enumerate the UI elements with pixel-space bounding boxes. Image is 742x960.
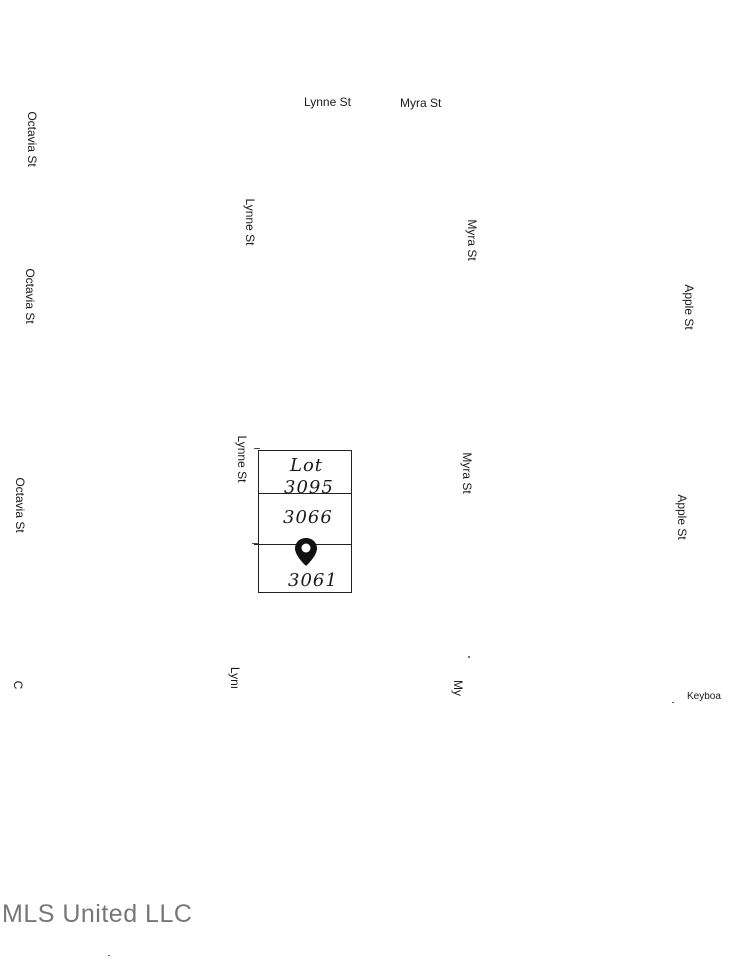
street-label-lynne-4: Lynı [228, 666, 242, 690]
lot-number-3095: 3095 [284, 477, 334, 498]
street-label-octavia-2: Octavia St [23, 268, 37, 324]
lot-number-3061: 3061 [288, 570, 338, 591]
lot-divider-1 [259, 493, 351, 494]
lot-label: Lot [290, 455, 324, 476]
street-label-apple-2: Apple St [675, 494, 689, 540]
street-label-octavia-4: C [11, 680, 25, 690]
street-label-lynne-3: Lynne St [235, 435, 249, 483]
speck [468, 656, 470, 658]
street-label-myra-3: Myra St [460, 452, 474, 494]
street-label-apple-1: Apple St [682, 284, 696, 330]
street-label-myra-2: Myra St [465, 219, 479, 261]
street-label-octavia-3: Octavia St [13, 477, 27, 533]
street-label-octavia-1: Octavia St [25, 111, 39, 167]
plat-tick-mid [252, 543, 258, 544]
keyboard-label: Keyboa [687, 692, 721, 702]
street-label-myra-top: Myra St [400, 96, 442, 110]
speck [108, 955, 110, 956]
street-label-lynne-2: Lynne St [243, 198, 257, 246]
watermark: MLS United LLC [2, 900, 193, 928]
speck [672, 702, 674, 703]
street-label-myra-4: My [451, 680, 465, 696]
lot-number-3066: 3066 [283, 507, 333, 528]
street-label-lynne-top: Lynne St [304, 95, 351, 109]
map-pin-icon [295, 538, 317, 566]
plat-tick-top [254, 448, 260, 449]
